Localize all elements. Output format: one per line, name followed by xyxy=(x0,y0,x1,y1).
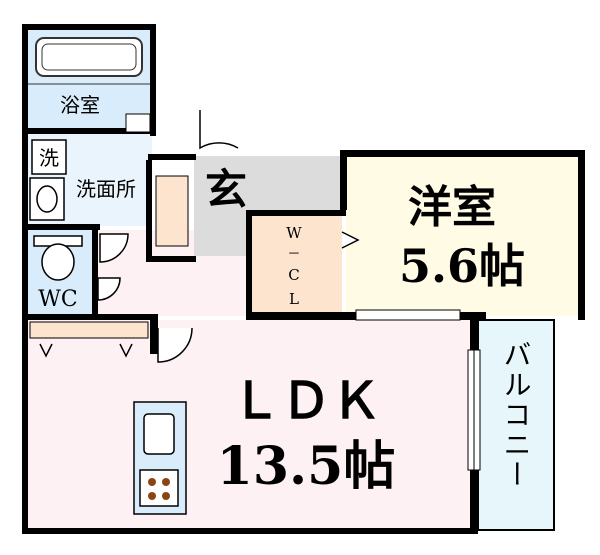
vanity xyxy=(29,177,65,221)
window-western-ldk xyxy=(355,309,461,321)
wcl-label-dash: － xyxy=(287,247,300,262)
wc-label: WC xyxy=(38,287,77,312)
stove xyxy=(139,469,179,507)
washer-label: 洗 xyxy=(39,146,59,170)
ldk-size: 13.5帖 xyxy=(217,436,396,497)
bath-label: 浴室 xyxy=(60,93,100,117)
toilet-bowl xyxy=(41,243,75,281)
wcl-label-c: C xyxy=(288,266,299,284)
balcony-label: バルコニー xyxy=(500,340,533,490)
wcl-floor xyxy=(250,214,342,316)
balcony-floor xyxy=(478,320,554,530)
western-room-size: 5.6帖 xyxy=(399,239,525,293)
shoe-cabinet xyxy=(155,175,189,247)
ldk-label: ＬＤＫ xyxy=(231,371,381,430)
washroom-label: 洗面所 xyxy=(76,177,136,201)
ldk-storage xyxy=(29,321,149,339)
bathtub xyxy=(35,37,143,77)
entrance-floor-lower xyxy=(194,212,246,256)
wcl-label-l: L xyxy=(289,290,299,308)
doors xyxy=(97,110,360,363)
bath-door xyxy=(125,113,151,133)
western-room-label: 洋室 xyxy=(408,182,496,233)
kitchen-sink xyxy=(143,413,175,455)
western-floor xyxy=(346,156,580,316)
ldk-floor xyxy=(28,320,472,530)
wcl-label-w: W xyxy=(286,224,302,242)
washer-space xyxy=(31,139,67,175)
entrance-label: 玄 xyxy=(205,165,247,214)
entrance-floor xyxy=(194,156,342,212)
